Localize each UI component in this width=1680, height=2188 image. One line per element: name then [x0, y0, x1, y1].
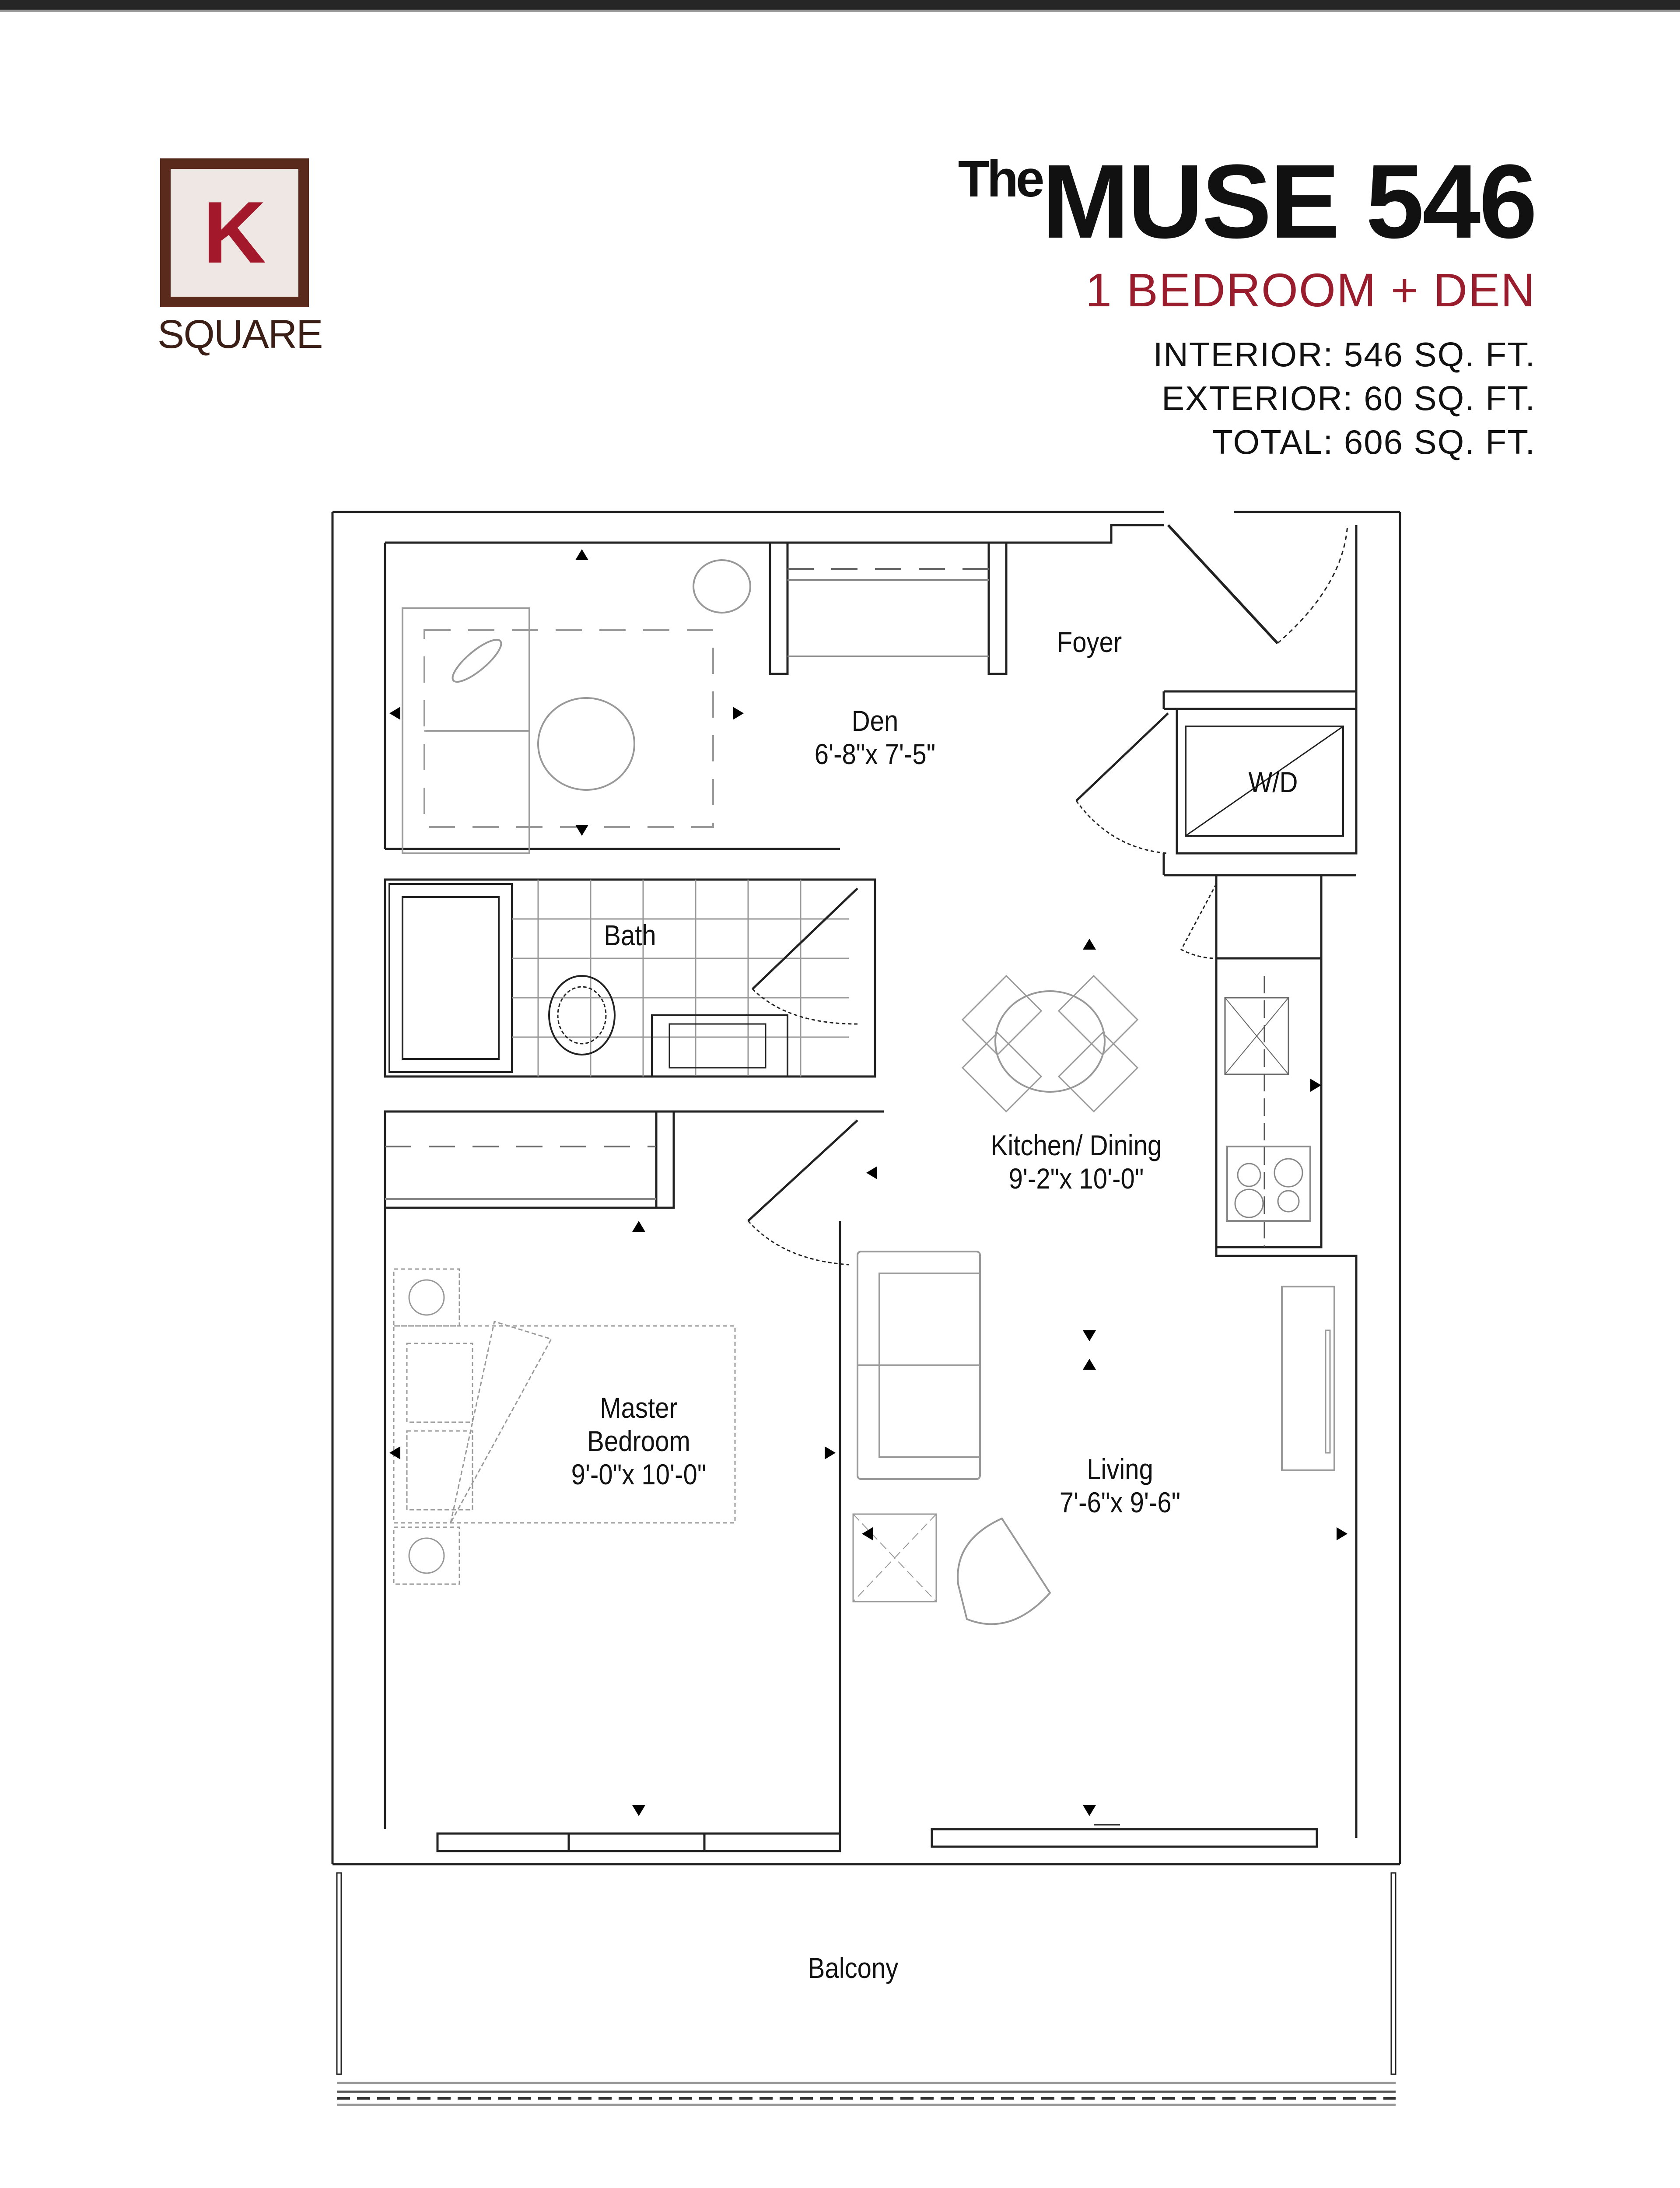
room-name-line2: Bedroom: [587, 1424, 690, 1457]
title-block: TheMUSE 546: [958, 149, 1537, 254]
room-name: Den: [851, 705, 899, 737]
room-name: Bath: [604, 919, 656, 951]
room-master-bedroom: Master Bedroom 9'-0"x 10'-0": [562, 1392, 716, 1491]
room-dims: 6'-8"x 7'-5": [814, 737, 936, 770]
title-main: MUSE 546: [1042, 143, 1537, 260]
room-kitchen-dining: Kitchen/ Dining 9'-2"x 10'-0": [984, 1129, 1169, 1196]
logo-text: SQUARE: [158, 312, 323, 357]
room-bath: Bath: [588, 919, 672, 952]
area-summary: INTERIOR: 546 SQ. FT. EXTERIOR: 60 SQ. F…: [1153, 333, 1536, 464]
room-name: W/D: [1248, 766, 1298, 798]
room-balcony: Balcony: [795, 1952, 911, 1985]
room-name: Kitchen/ Dining: [990, 1129, 1162, 1161]
room-den: Den 6'-8"x 7'-5": [806, 705, 945, 771]
room-dims: 9'-2"x 10'-0": [1008, 1162, 1144, 1195]
interior-area: INTERIOR: 546 SQ. FT.: [1153, 335, 1536, 374]
floor-plan: Den 6'-8"x 7'-5" Foyer W/D Bath Kitchen/…: [324, 499, 1409, 2109]
total-area: TOTAL: 606 SQ. FT.: [1212, 423, 1536, 461]
room-foyer: Foyer: [1047, 626, 1132, 659]
unit-type: 1 BEDROOM + DEN: [1085, 263, 1536, 316]
k-square-logo: K: [160, 158, 309, 307]
page-title: TheMUSE 546: [958, 149, 1537, 254]
room-name: Living: [1087, 1453, 1153, 1485]
room-living: Living 7'-6"x 9'-6": [1047, 1453, 1193, 1519]
top-bar: [0, 0, 1680, 12]
room-name: Balcony: [808, 1952, 899, 1984]
room-dims: 9'-0"x 10'-0": [571, 1458, 707, 1490]
room-wd: W/D: [1231, 766, 1316, 799]
room-dims: 7'-6"x 9'-6": [1059, 1486, 1181, 1518]
room-name: Foyer: [1057, 626, 1122, 658]
exterior-area: EXTERIOR: 60 SQ. FT.: [1162, 379, 1536, 417]
logo-letter: K: [203, 184, 266, 281]
title-prefix: The: [958, 150, 1045, 208]
room-name-line1: Master: [600, 1392, 678, 1424]
